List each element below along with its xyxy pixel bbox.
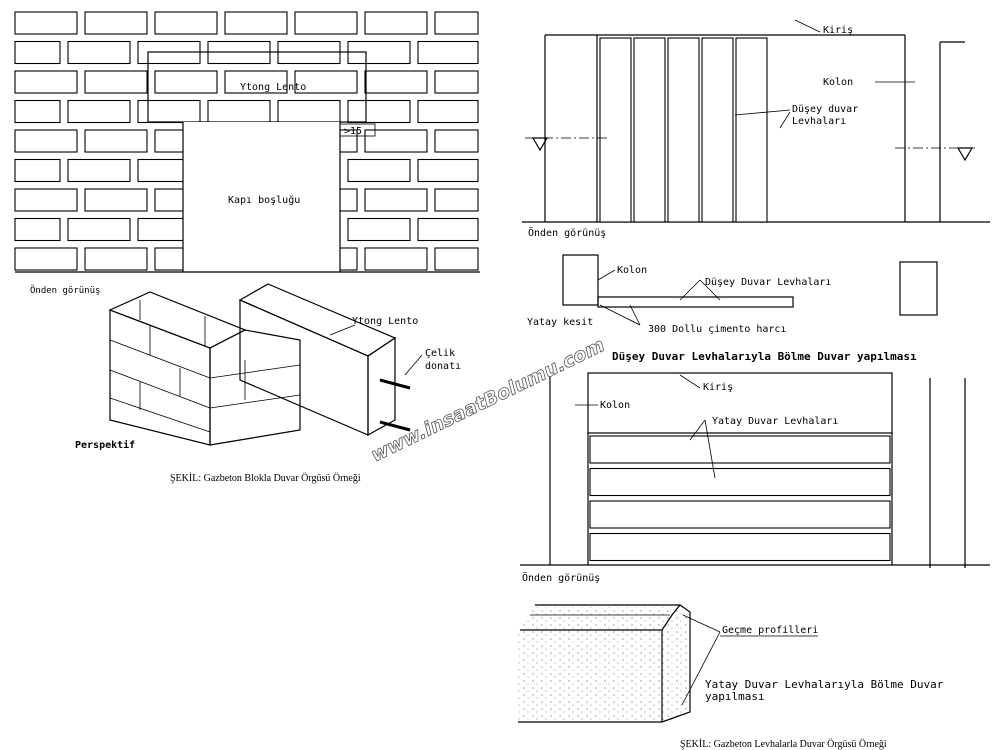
brick [154, 70, 218, 94]
brick [434, 247, 479, 271]
vertical-panel [667, 37, 700, 223]
profile-label: Geçme profilleri [722, 625, 818, 636]
brick [67, 99, 131, 124]
column-label-1: Kolon [823, 77, 853, 88]
vertical-panel [633, 37, 666, 223]
brick [364, 129, 428, 153]
brick [364, 11, 428, 35]
brick [417, 99, 479, 124]
brick [207, 99, 271, 124]
section-column-label: Kolon [617, 265, 647, 276]
brick [14, 217, 61, 242]
beam-label-1: Kiriş [823, 25, 853, 36]
panel-title-1: Yatay Duvar Levhalarıyla Bölme Duvar [705, 678, 944, 691]
perspective-lintel-label: Ytong Lento [352, 316, 418, 327]
panel-title-2: yapılması [705, 690, 765, 703]
vertical-panel [735, 37, 768, 223]
beam-label-2: Kiriş [703, 382, 733, 393]
left-caption: ŞEKİL: Gazbeton Blokla Duvar Örgüsü Örne… [170, 472, 361, 484]
brick [294, 70, 358, 94]
brick [84, 129, 148, 153]
perspective-wall [108, 283, 411, 446]
panel-perspective [518, 604, 691, 723]
brick [417, 158, 479, 183]
horizontal-panel [589, 500, 891, 529]
horizontal-panels-elevation [520, 372, 990, 568]
brick [14, 11, 78, 35]
brick [347, 158, 411, 183]
mortar-label: 300 Dollu çimento harcı [648, 324, 786, 335]
lintel-label: Ytong Lento [240, 82, 306, 93]
door-opening [183, 122, 340, 274]
brick [14, 158, 61, 183]
brick [154, 11, 218, 35]
brick [14, 129, 78, 153]
watermark: www.insaatBolumu.com [368, 334, 609, 466]
front-view-label-3: Önden görünüş [522, 571, 600, 584]
brick [434, 70, 479, 94]
horizontal-panel [589, 532, 891, 562]
panel-section [597, 296, 794, 308]
brick [84, 70, 148, 94]
dimension-label: >15 [344, 126, 362, 137]
brick [417, 217, 479, 242]
brick [434, 11, 479, 35]
brick [14, 99, 61, 124]
door-label: Kapı boşluğu [228, 194, 300, 206]
brick [67, 158, 131, 183]
brick [14, 70, 78, 94]
front-view-label: Önden görünüş [30, 285, 100, 296]
vertical-title: Düşey Duvar Levhalarıyla Bölme Duvar yap… [612, 350, 917, 363]
steel-label-2: donatı [425, 361, 461, 372]
brick [14, 247, 78, 271]
front-view-label-2: Önden görünüş [528, 226, 606, 239]
steel-label-1: Çelik [425, 348, 455, 359]
brick [277, 99, 341, 124]
brick [364, 70, 428, 94]
section-panels-label: Düşey Duvar Levhaları [705, 277, 831, 288]
column-section-right [899, 261, 938, 316]
brick [434, 188, 479, 212]
brick [84, 188, 148, 212]
horizontal-panel [589, 467, 891, 497]
section-label: Yatay kesit [527, 317, 593, 328]
horizontal-panel [589, 435, 891, 464]
brick [224, 70, 288, 94]
brick [67, 40, 131, 65]
column-label-2: Kolon [600, 400, 630, 411]
brick [364, 247, 428, 271]
right-caption: ŞEKİL: Gazbeton Levhalarla Duvar Örgüsü … [680, 738, 887, 750]
brick [14, 40, 61, 65]
brick [417, 40, 479, 65]
horizontal-panels-label: Yatay Duvar Levhaları [712, 416, 838, 427]
vertical-panel [701, 37, 734, 223]
brick [347, 99, 411, 124]
brick [294, 11, 358, 35]
vertical-panels-elevation [522, 19, 990, 223]
column-section-left [562, 254, 599, 306]
vertical-panels-label-1: Düşey duvar [792, 104, 858, 115]
brick [434, 129, 479, 153]
brick [224, 11, 288, 35]
brick [67, 217, 131, 242]
brick [84, 11, 148, 35]
brick [364, 188, 428, 212]
brick [84, 247, 148, 271]
vertical-panel [599, 37, 632, 223]
vertical-panels-label-2: Levhaları [792, 116, 846, 127]
brick [347, 217, 411, 242]
brick [137, 99, 201, 124]
brick [14, 188, 78, 212]
perspective-label: Perspektif [75, 439, 135, 451]
